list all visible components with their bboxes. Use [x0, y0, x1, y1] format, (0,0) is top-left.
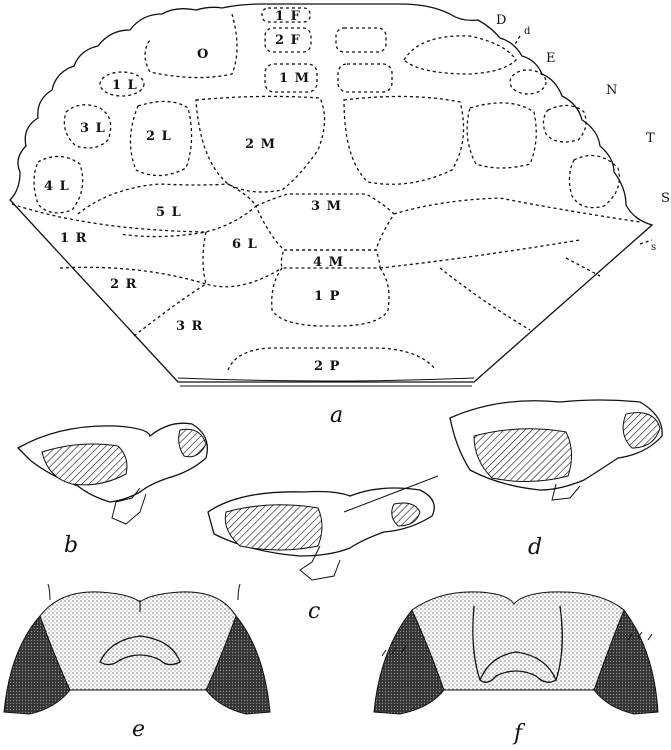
panel-f-front-view: f — [374, 592, 658, 746]
leader-d — [514, 36, 520, 46]
panel-label-d: d — [528, 535, 542, 560]
region-label-4M: 4 M — [313, 255, 344, 270]
groove-right-lobe-2 — [510, 70, 546, 94]
panel-f-front — [412, 592, 624, 690]
groove-2F-right — [336, 28, 386, 52]
panel-c-hatched — [225, 505, 322, 550]
region-label-5L: 5 L — [156, 205, 182, 220]
region-label-3L: 3 L — [80, 121, 106, 136]
groove-2M-right — [344, 96, 464, 184]
region-label-1R: 1 R — [60, 231, 87, 246]
panel-b-lateral-view: b — [18, 423, 207, 558]
panel-c-lateral-view: c — [208, 476, 438, 624]
panel-b-limb — [112, 488, 146, 524]
margin-label-N: N — [606, 83, 617, 98]
groove-right-lobe-1 — [404, 36, 516, 74]
carapace-margin-labels: D d E N T S s — [496, 13, 670, 253]
panel-label-a: a — [330, 403, 343, 428]
posterior-border — [178, 378, 474, 381]
groove-right-lobe-4 — [543, 105, 586, 142]
panel-d-hatched — [474, 429, 572, 482]
groove-right-3 — [440, 268, 530, 330]
groove-right-2 — [380, 240, 580, 268]
region-label-O: O — [197, 47, 209, 62]
margin-label-S: S — [661, 191, 670, 206]
region-label-6L: 6 L — [232, 237, 258, 252]
groove-1M-right — [338, 64, 392, 92]
groove-right-lobe-3 — [467, 103, 536, 168]
panel-b-hatched — [42, 444, 127, 485]
panel-d-lateral-view: d — [450, 400, 662, 560]
groove-right-lobe-5 — [569, 156, 619, 208]
region-label-3M: 3 M — [311, 199, 342, 214]
region-label-1L: 1 L — [112, 78, 138, 93]
groove-right-1 — [394, 198, 640, 222]
panel-label-e: e — [132, 717, 145, 742]
margin-label-d: d — [524, 26, 531, 37]
panel-label-c: c — [308, 599, 320, 624]
region-label-2R: 2 R — [110, 277, 137, 292]
region-label-1P: 1 P — [314, 289, 340, 304]
margin-label-D: D — [496, 13, 506, 28]
panel-e-front — [40, 592, 236, 690]
region-label-2L: 2 L — [146, 129, 172, 144]
groove-O — [145, 14, 237, 78]
panel-e-front-view: e — [4, 584, 270, 742]
groove-right-4 — [566, 258, 600, 276]
panel-c-stalk — [344, 476, 438, 512]
panel-label-b: b — [64, 533, 78, 558]
region-label-2F: 2 F — [275, 33, 301, 48]
margin-label-T: T — [646, 131, 655, 146]
carapace-outline — [10, 4, 652, 382]
margin-label-E: E — [546, 51, 556, 66]
panel-c-limb — [300, 546, 340, 580]
region-label-1F: 1 F — [275, 9, 301, 24]
region-label-2M: 2 M — [245, 137, 276, 152]
panel-a-carapace: 1 F 2 F O 1 M 1 L 3 L 2 L 2 M 4 L 5 L 3 … — [10, 4, 670, 428]
panel-c-eye — [392, 503, 420, 526]
panel-label-f: f — [512, 721, 526, 746]
margin-label-s: s — [651, 242, 656, 253]
region-label-2P: 2 P — [314, 359, 340, 374]
region-label-1M: 1 M — [279, 71, 310, 86]
region-label-3R: 3 R — [176, 319, 203, 334]
region-label-4L: 4 L — [44, 179, 70, 194]
